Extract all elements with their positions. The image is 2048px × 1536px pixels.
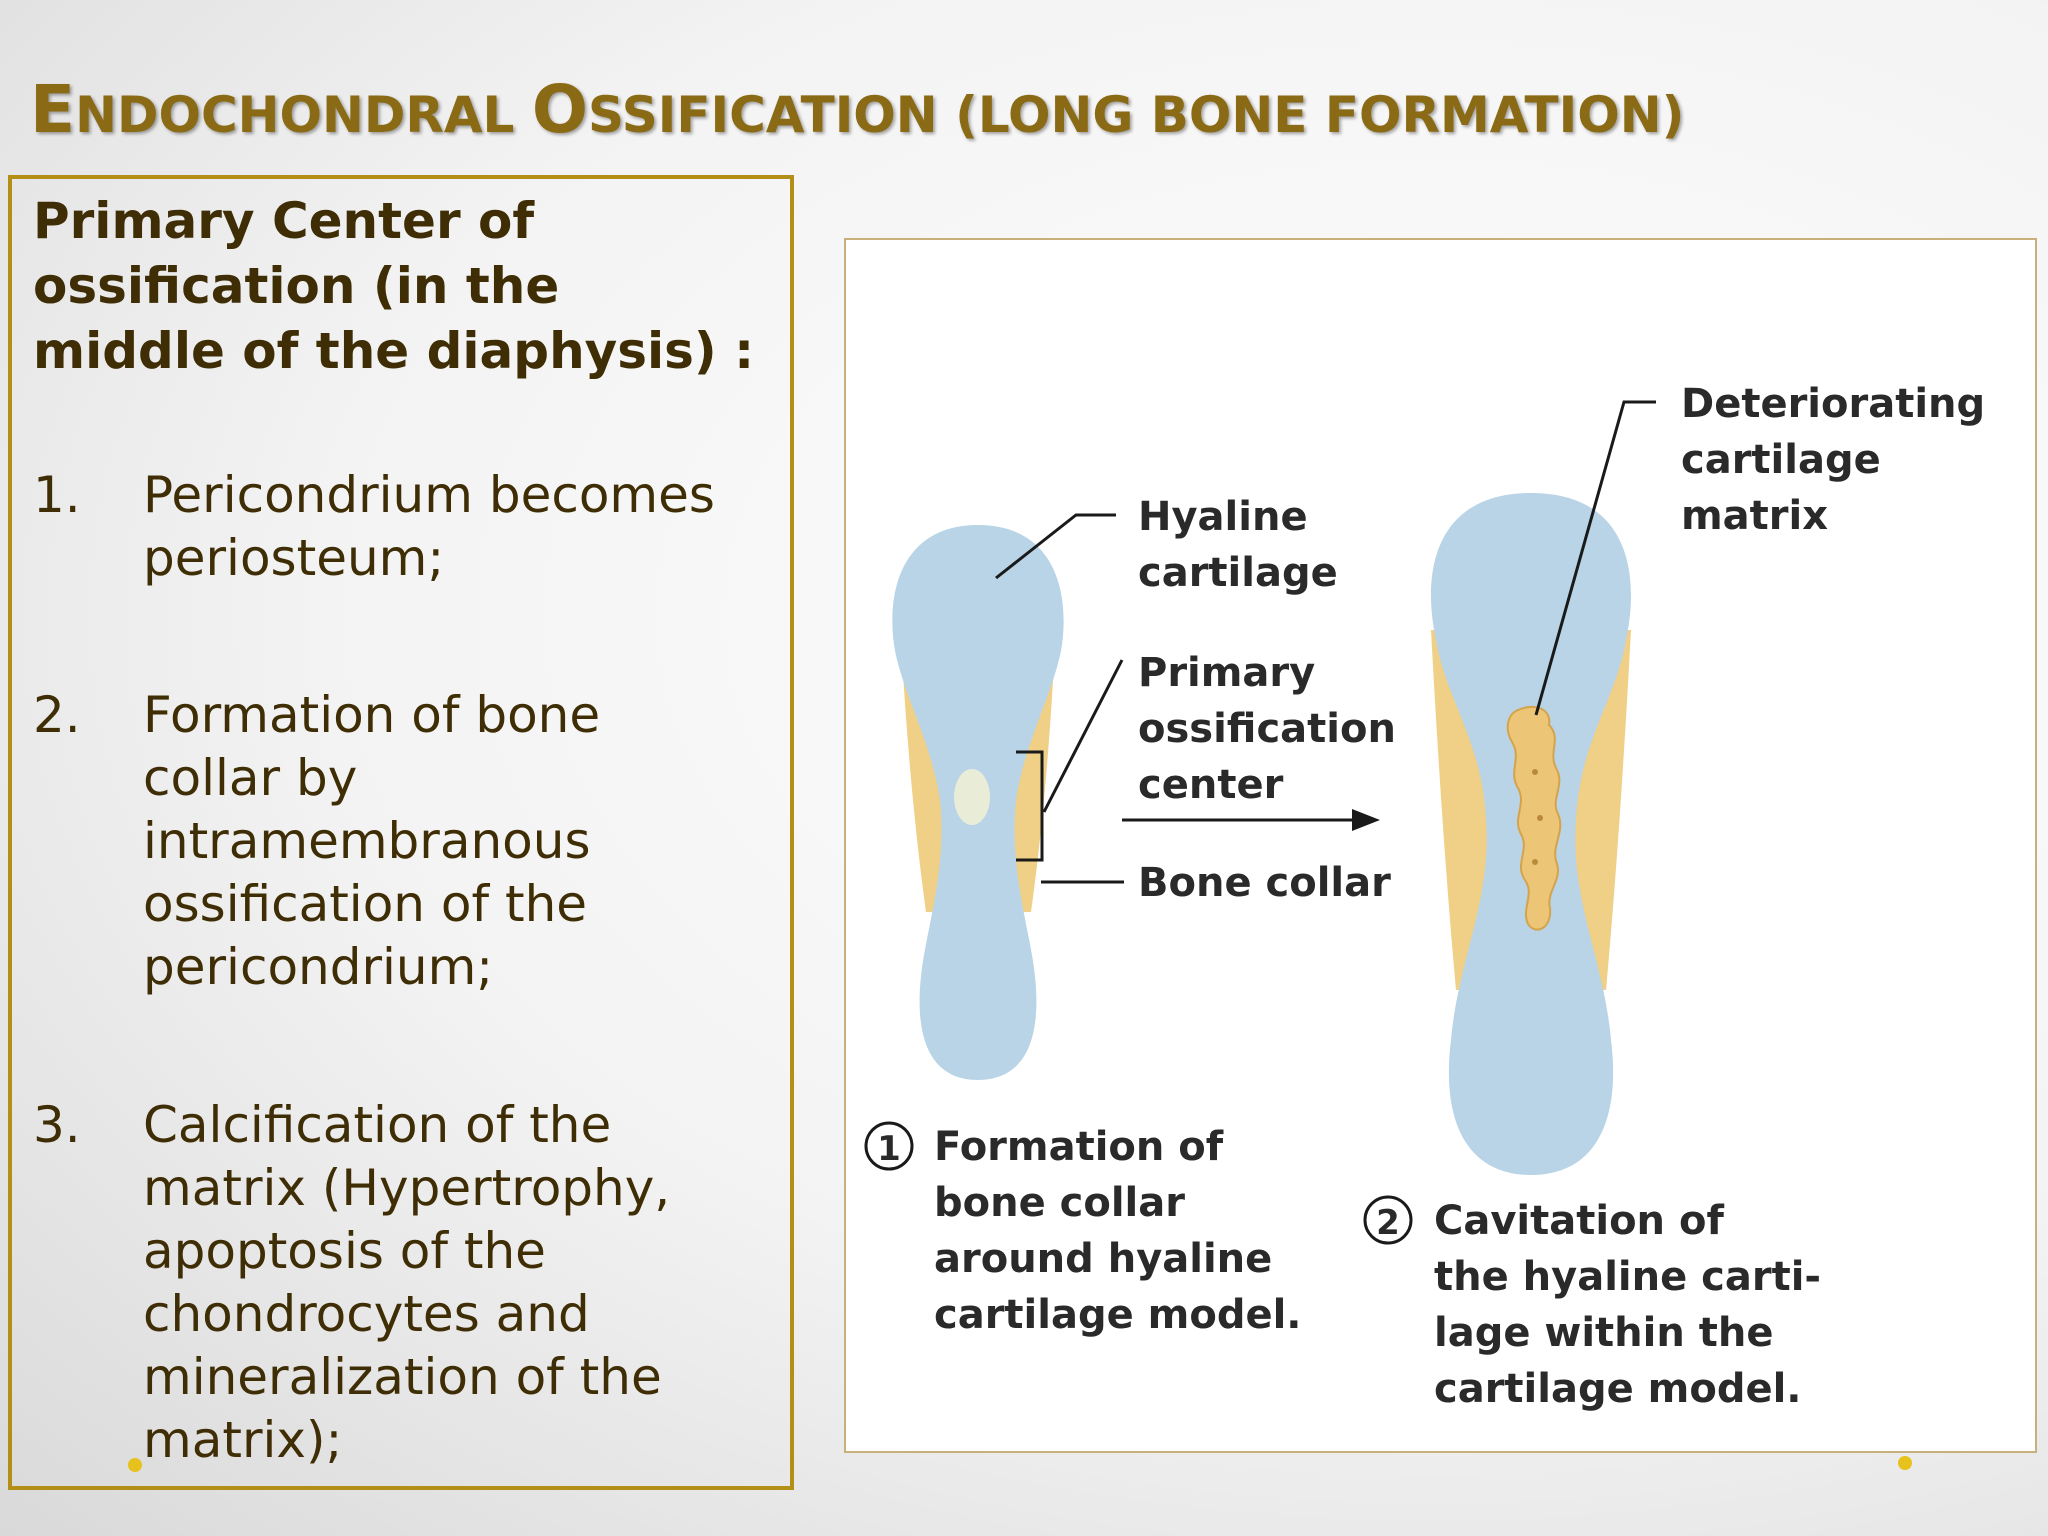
- list-number: 2.: [33, 686, 81, 744]
- ossification-spot: [954, 769, 990, 825]
- cavitation-region: [1506, 705, 1562, 931]
- decorative-dot: [128, 1458, 142, 1472]
- list-line: periosteum;: [143, 529, 445, 587]
- slide-title: ENDOCHONDRAL OSSIFICATION (LONG BONE FOR…: [30, 70, 1684, 149]
- step-2-caption: Cavitation of the hyaline carti- lage wi…: [1434, 1198, 1835, 1412]
- label-hyaline-cartilage: Hyaline cartilage: [1138, 494, 1338, 596]
- process-arrow-head: [1352, 809, 1380, 831]
- label-bone-collar: Bone collar: [1138, 860, 1391, 906]
- list-line: ossification of the: [143, 875, 588, 933]
- decorative-dot: [1898, 1456, 1912, 1470]
- label-primary-ossification-center: Primary ossification center: [1138, 650, 1410, 808]
- list-line: Calcification of the: [143, 1096, 612, 1154]
- ossification-diagram: Hyaline cartilage Primary ossification c…: [844, 238, 2037, 1453]
- heading-line: middle of the diaphysis) :: [33, 322, 755, 380]
- hyaline-leader: [995, 513, 1116, 580]
- list-line: intramembranous: [143, 812, 591, 870]
- list-number: 3.: [33, 1096, 81, 1154]
- bone-collar-bracket: [1016, 750, 1044, 862]
- list-line: matrix (Hypertrophy,: [143, 1159, 671, 1217]
- list-line: apoptosis of the: [143, 1222, 546, 1280]
- bone-1: [892, 525, 1064, 1080]
- step-2-number: 2: [1376, 1203, 1400, 1243]
- cavity-dot: [1537, 815, 1543, 821]
- deteriorating-leader: [1534, 400, 1656, 716]
- step-2-circle: [1363, 1195, 1413, 1245]
- step-1-caption: Formation of bone collar around hyaline …: [934, 1124, 1301, 1338]
- title-word-2: SSIFICATION: [587, 86, 938, 144]
- panel-heading: Primary Center of ossification (in the m…: [33, 189, 793, 384]
- diagram-svg: Hyaline cartilage Primary ossification c…: [864, 381, 1999, 1412]
- cavity-dot: [1532, 769, 1538, 775]
- leader-lines: [995, 400, 1656, 884]
- list-line: mineralization of the: [143, 1348, 662, 1406]
- list-number: 1.: [33, 466, 81, 524]
- cavity-dot: [1532, 859, 1538, 865]
- label-deteriorating-matrix: Deteriorating cartilage matrix: [1681, 381, 1999, 539]
- title-word-1: NDOCHONDRAL: [75, 86, 515, 144]
- heading-line: Primary Center of: [33, 192, 535, 250]
- ossification-leader: [1042, 659, 1124, 813]
- title-cap-e: E: [30, 71, 76, 148]
- list-line: Formation of bone: [143, 686, 601, 744]
- bone-2: [1430, 493, 1632, 1175]
- text-panel: Primary Center of ossification (in the m…: [8, 175, 794, 1490]
- list-line: chondrocytes and: [143, 1285, 590, 1343]
- list-line: Pericondrium becomes: [143, 466, 715, 524]
- title-subtitle: (LONG BONE FORMATION): [955, 86, 1685, 144]
- list-line: pericondrium;: [143, 938, 494, 996]
- title-cap-o: O: [531, 71, 588, 148]
- step-1-circle: [864, 1121, 914, 1171]
- step-1-number: 1: [877, 1129, 901, 1169]
- list-line: matrix);: [143, 1411, 343, 1469]
- heading-line: ossification (in the: [33, 257, 560, 315]
- list-line: collar by: [143, 749, 358, 807]
